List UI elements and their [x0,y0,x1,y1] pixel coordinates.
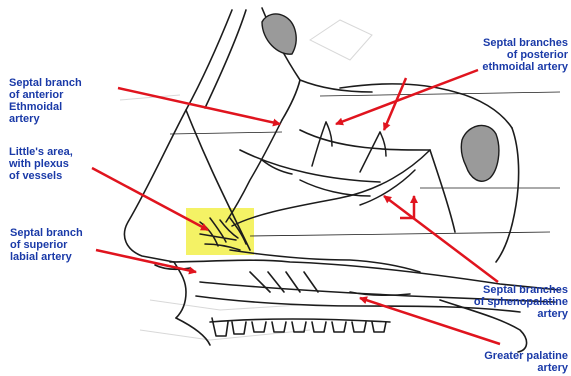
arrow-anterior-ethmoidal [118,88,280,124]
label-greater-palatine: Greater palatine artery [484,350,568,374]
arrow-sphenopalatine-1 [384,196,498,282]
label-sphenopalatine: Septal branches of sphenopalatine artery [474,284,568,320]
arrow-posterior-ethmoidal-1 [336,70,478,124]
label-superior-labial: Septal branch of superior labial artery [10,227,83,263]
arteries [200,120,430,295]
arrow-superior-labial [96,250,196,272]
label-posterior-ethmoidal: Septal branches of posterior ethmoidal a… [482,37,568,73]
label-littles-area: Little's area, with plexus of vessels [9,146,73,182]
arrow-littles-area [92,168,208,230]
label-anterior-ethmoidal: Septal branch of anterior Ethmoidal arte… [9,77,82,125]
